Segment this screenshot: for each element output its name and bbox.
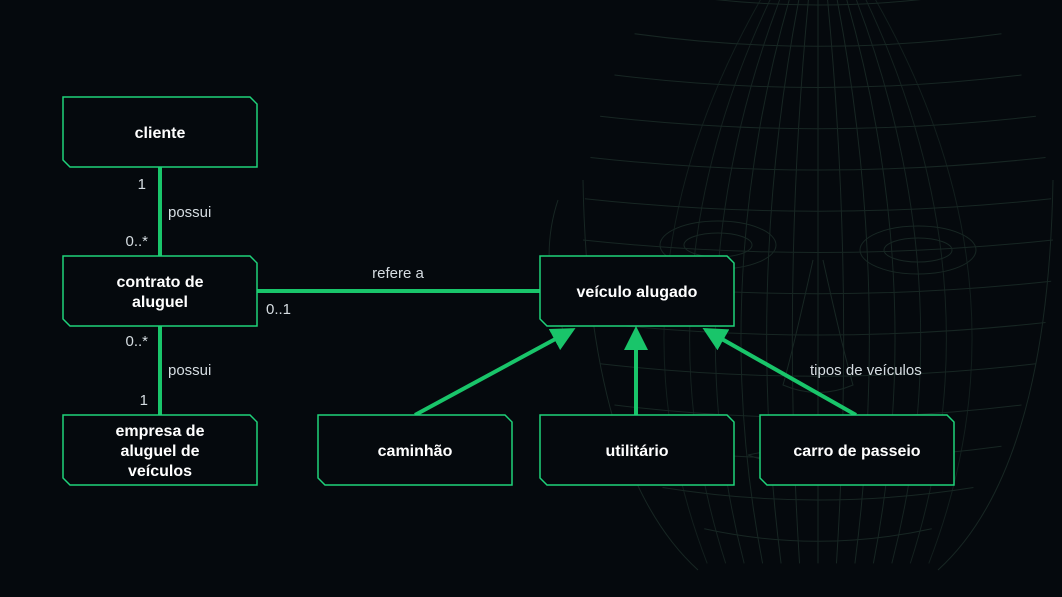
multiplicity-contrato-0-many-top: 0..* xyxy=(125,233,148,250)
label-tipos-de-veiculos: tipos de veículos xyxy=(810,362,922,379)
generalization-caminhao-arrow xyxy=(414,328,576,417)
label-refere-a: refere a xyxy=(372,265,424,282)
class-caminhao[interactable]: caminhão xyxy=(317,414,513,486)
class-cliente[interactable]: cliente xyxy=(62,96,258,168)
class-label-line-3: veículos xyxy=(128,463,192,480)
multiplicity-contrato-0-many-bottom: 0..* xyxy=(125,333,148,350)
multiplicity-contrato-0-1: 0..1 xyxy=(266,301,291,318)
class-label-line-1: contrato de xyxy=(116,274,203,291)
edge-labels: 1 possui 0..* 0..* possui 1 refere a 0..… xyxy=(125,176,921,409)
class-utilitario[interactable]: utilitário xyxy=(539,414,735,486)
class-contrato-de-aluguel[interactable]: contrato de aluguel xyxy=(62,255,258,327)
class-label: veículo alugado xyxy=(577,284,698,301)
class-label: carro de passeio xyxy=(793,443,920,460)
class-carro-de-passeio[interactable]: carro de passeio xyxy=(759,414,955,486)
class-empresa-de-aluguel[interactable]: empresa de aluguel de veículos xyxy=(62,414,258,486)
label-possui-top: possui xyxy=(168,204,211,221)
generalization-carro-arrow xyxy=(702,328,857,417)
class-label-line-2: aluguel de xyxy=(120,443,199,460)
class-veiculo-alugado[interactable]: veículo alugado xyxy=(539,255,735,327)
class-label: utilitário xyxy=(605,443,668,460)
multiplicity-empresa-1: 1 xyxy=(140,392,148,409)
multiplicity-cliente-1: 1 xyxy=(138,176,146,193)
class-label-line-2: aluguel xyxy=(132,294,188,311)
label-possui-bottom: possui xyxy=(168,362,211,379)
edges xyxy=(158,167,857,417)
class-label-line-1: empresa de xyxy=(116,423,205,440)
class-label: cliente xyxy=(135,125,186,142)
class-label: caminhão xyxy=(378,443,453,460)
